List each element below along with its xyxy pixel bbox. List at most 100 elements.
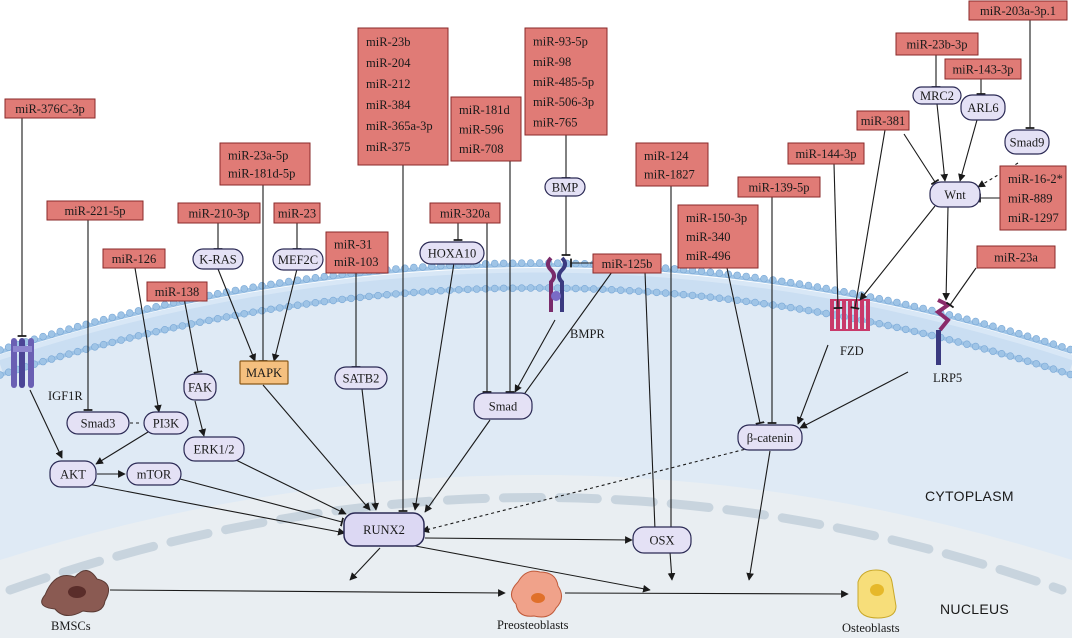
fzd-receptor-icon bbox=[830, 299, 870, 331]
node-label: MEF2C bbox=[278, 253, 318, 267]
node-mrc2: MRC2 bbox=[912, 86, 962, 105]
mirna-box-m23b: miR-23b miR-204 miR-212 miR-384 miR-365a-3p m… bbox=[357, 27, 449, 166]
node-label: mTOR bbox=[137, 468, 172, 482]
bmscs-label: BMSCs bbox=[51, 619, 91, 633]
mirna-box-m181d: miR-181d miR-596 miR-708 bbox=[450, 96, 522, 162]
node-label: SATB2 bbox=[343, 372, 380, 386]
mirna-label: miR-143-3p bbox=[952, 63, 1013, 77]
igf1r-receptor-icon bbox=[11, 338, 34, 388]
node-label: MAPK bbox=[246, 366, 282, 380]
node-pi3k: PI3K bbox=[143, 411, 189, 435]
lrp5-label: LRP5 bbox=[933, 371, 962, 385]
node-wnt: Wnt bbox=[929, 181, 981, 208]
node-label: RUNX2 bbox=[363, 523, 405, 537]
mirna-label: miR-125b bbox=[602, 257, 653, 271]
mirna-box-m126: miR-126 bbox=[102, 248, 166, 269]
mirna-box-m23a: miR-23a bbox=[976, 245, 1056, 269]
node-satb2: SATB2 bbox=[334, 366, 388, 390]
mirna-label: miR-139-5p bbox=[748, 181, 809, 195]
mirna-box-m376c: miR-376C-3p bbox=[4, 98, 96, 119]
mirna-label: miR-889 bbox=[1008, 192, 1052, 206]
mirna-label: miR-506-3p bbox=[533, 95, 594, 109]
node-label: AKT bbox=[60, 468, 86, 482]
mirna-box-m381: miR-381 bbox=[856, 110, 910, 131]
mirna-label: miR-1297 bbox=[1008, 211, 1059, 225]
preosteoblast-cell-icon bbox=[511, 570, 562, 618]
mirna-label: miR-23a bbox=[994, 251, 1038, 265]
mirna-label: miR-181d-5p bbox=[228, 167, 295, 181]
node-erk: ERK1/2 bbox=[183, 436, 245, 462]
node-mtor: mTOR bbox=[126, 462, 182, 486]
mirna-label: miR-320a bbox=[440, 207, 490, 221]
mirna-box-m23b3p: miR-23b-3p bbox=[895, 32, 979, 56]
mirna-label: miR-596 bbox=[459, 123, 503, 137]
mirna-label: miR-23b-3p bbox=[906, 38, 967, 52]
node-smad9: Smad9 bbox=[1004, 129, 1050, 155]
bmpr-receptor-icon bbox=[546, 256, 567, 312]
mirna-label: miR-496 bbox=[686, 249, 730, 263]
mirna-box-m203: miR-203a-3p.1 bbox=[968, 0, 1068, 21]
lrp5-receptor-icon bbox=[934, 298, 952, 365]
node-mef2c: MEF2C bbox=[272, 248, 324, 271]
mirna-label: miR-23b bbox=[366, 35, 410, 49]
node-mapk: MAPK bbox=[239, 360, 289, 385]
node-bmp: BMP bbox=[544, 177, 586, 197]
node-label: Wnt bbox=[944, 188, 966, 202]
osteoblast-cell-icon bbox=[857, 569, 897, 619]
mirna-label: miR-376C-3p bbox=[15, 102, 84, 116]
node-label: β-catenin bbox=[747, 431, 794, 445]
mirna-box-m221: miR-221-5p bbox=[46, 200, 144, 221]
node-runx2: RUNX2 bbox=[343, 512, 425, 547]
mirna-label: miR-126 bbox=[112, 252, 156, 266]
mirna-label: miR-212 bbox=[366, 77, 410, 91]
mirna-label: miR-181d bbox=[459, 103, 510, 117]
node-hoxa10: HOXA10 bbox=[419, 241, 485, 265]
node-fak: FAK bbox=[183, 373, 217, 401]
mirna-label: miR-210-3p bbox=[188, 207, 249, 221]
mirna-label: miR-384 bbox=[366, 98, 411, 112]
bmsc-cell-icon bbox=[41, 570, 110, 616]
mirna-box-m139: miR-139-5p bbox=[737, 176, 821, 198]
mirna-label: miR-375 bbox=[366, 140, 410, 154]
node-osx: OSX bbox=[632, 526, 692, 554]
mirna-box-m125b: miR-125b bbox=[592, 253, 662, 274]
mirna-label: miR-381 bbox=[861, 114, 905, 128]
mirna-box-m23a5p: miR-23a-5p miR-181d-5p bbox=[219, 142, 311, 186]
mirna-label: miR-23 bbox=[278, 207, 316, 221]
mirna-label: miR-23a-5p bbox=[228, 149, 288, 163]
mirna-box-m320a: miR-320a bbox=[429, 202, 501, 224]
node-label: ERK1/2 bbox=[194, 443, 235, 457]
mirna-label: miR-1827 bbox=[644, 167, 695, 181]
mirna-label: miR-708 bbox=[459, 142, 503, 156]
mirna-label: miR-98 bbox=[533, 55, 571, 69]
mirna-label: miR-204 bbox=[366, 56, 411, 70]
node-akt: AKT bbox=[49, 460, 97, 488]
igf1r-label: IGF1R bbox=[48, 389, 83, 403]
node-label: BMP bbox=[552, 181, 578, 195]
node-label: Smad3 bbox=[81, 417, 116, 431]
mirna-label: miR-203a-3p.1 bbox=[980, 4, 1056, 18]
mirna-box-m144: miR-144-3p bbox=[787, 142, 865, 165]
node-label: Smad bbox=[489, 400, 518, 414]
node-kras: K-RAS bbox=[192, 248, 244, 270]
mirna-label: miR-765 bbox=[533, 115, 577, 129]
node-label: OSX bbox=[649, 534, 674, 548]
node-smad: Smad bbox=[473, 392, 533, 420]
node-label: MRC2 bbox=[920, 89, 954, 103]
mirna-box-m143: miR-143-3p bbox=[944, 58, 1022, 80]
nuclear-envelope bbox=[0, 475, 1072, 638]
edges bbox=[17, 20, 1035, 598]
node-label: Smad9 bbox=[1010, 136, 1045, 150]
mirna-label: miR-365a-3p bbox=[366, 119, 433, 133]
node-label: ARL6 bbox=[967, 101, 998, 115]
mirna-label: miR-221-5p bbox=[64, 204, 125, 218]
mirna-label: miR-93-5p bbox=[533, 35, 588, 49]
node-arl6: ARL6 bbox=[960, 94, 1006, 121]
mirna-label: miR-340 bbox=[686, 230, 730, 244]
